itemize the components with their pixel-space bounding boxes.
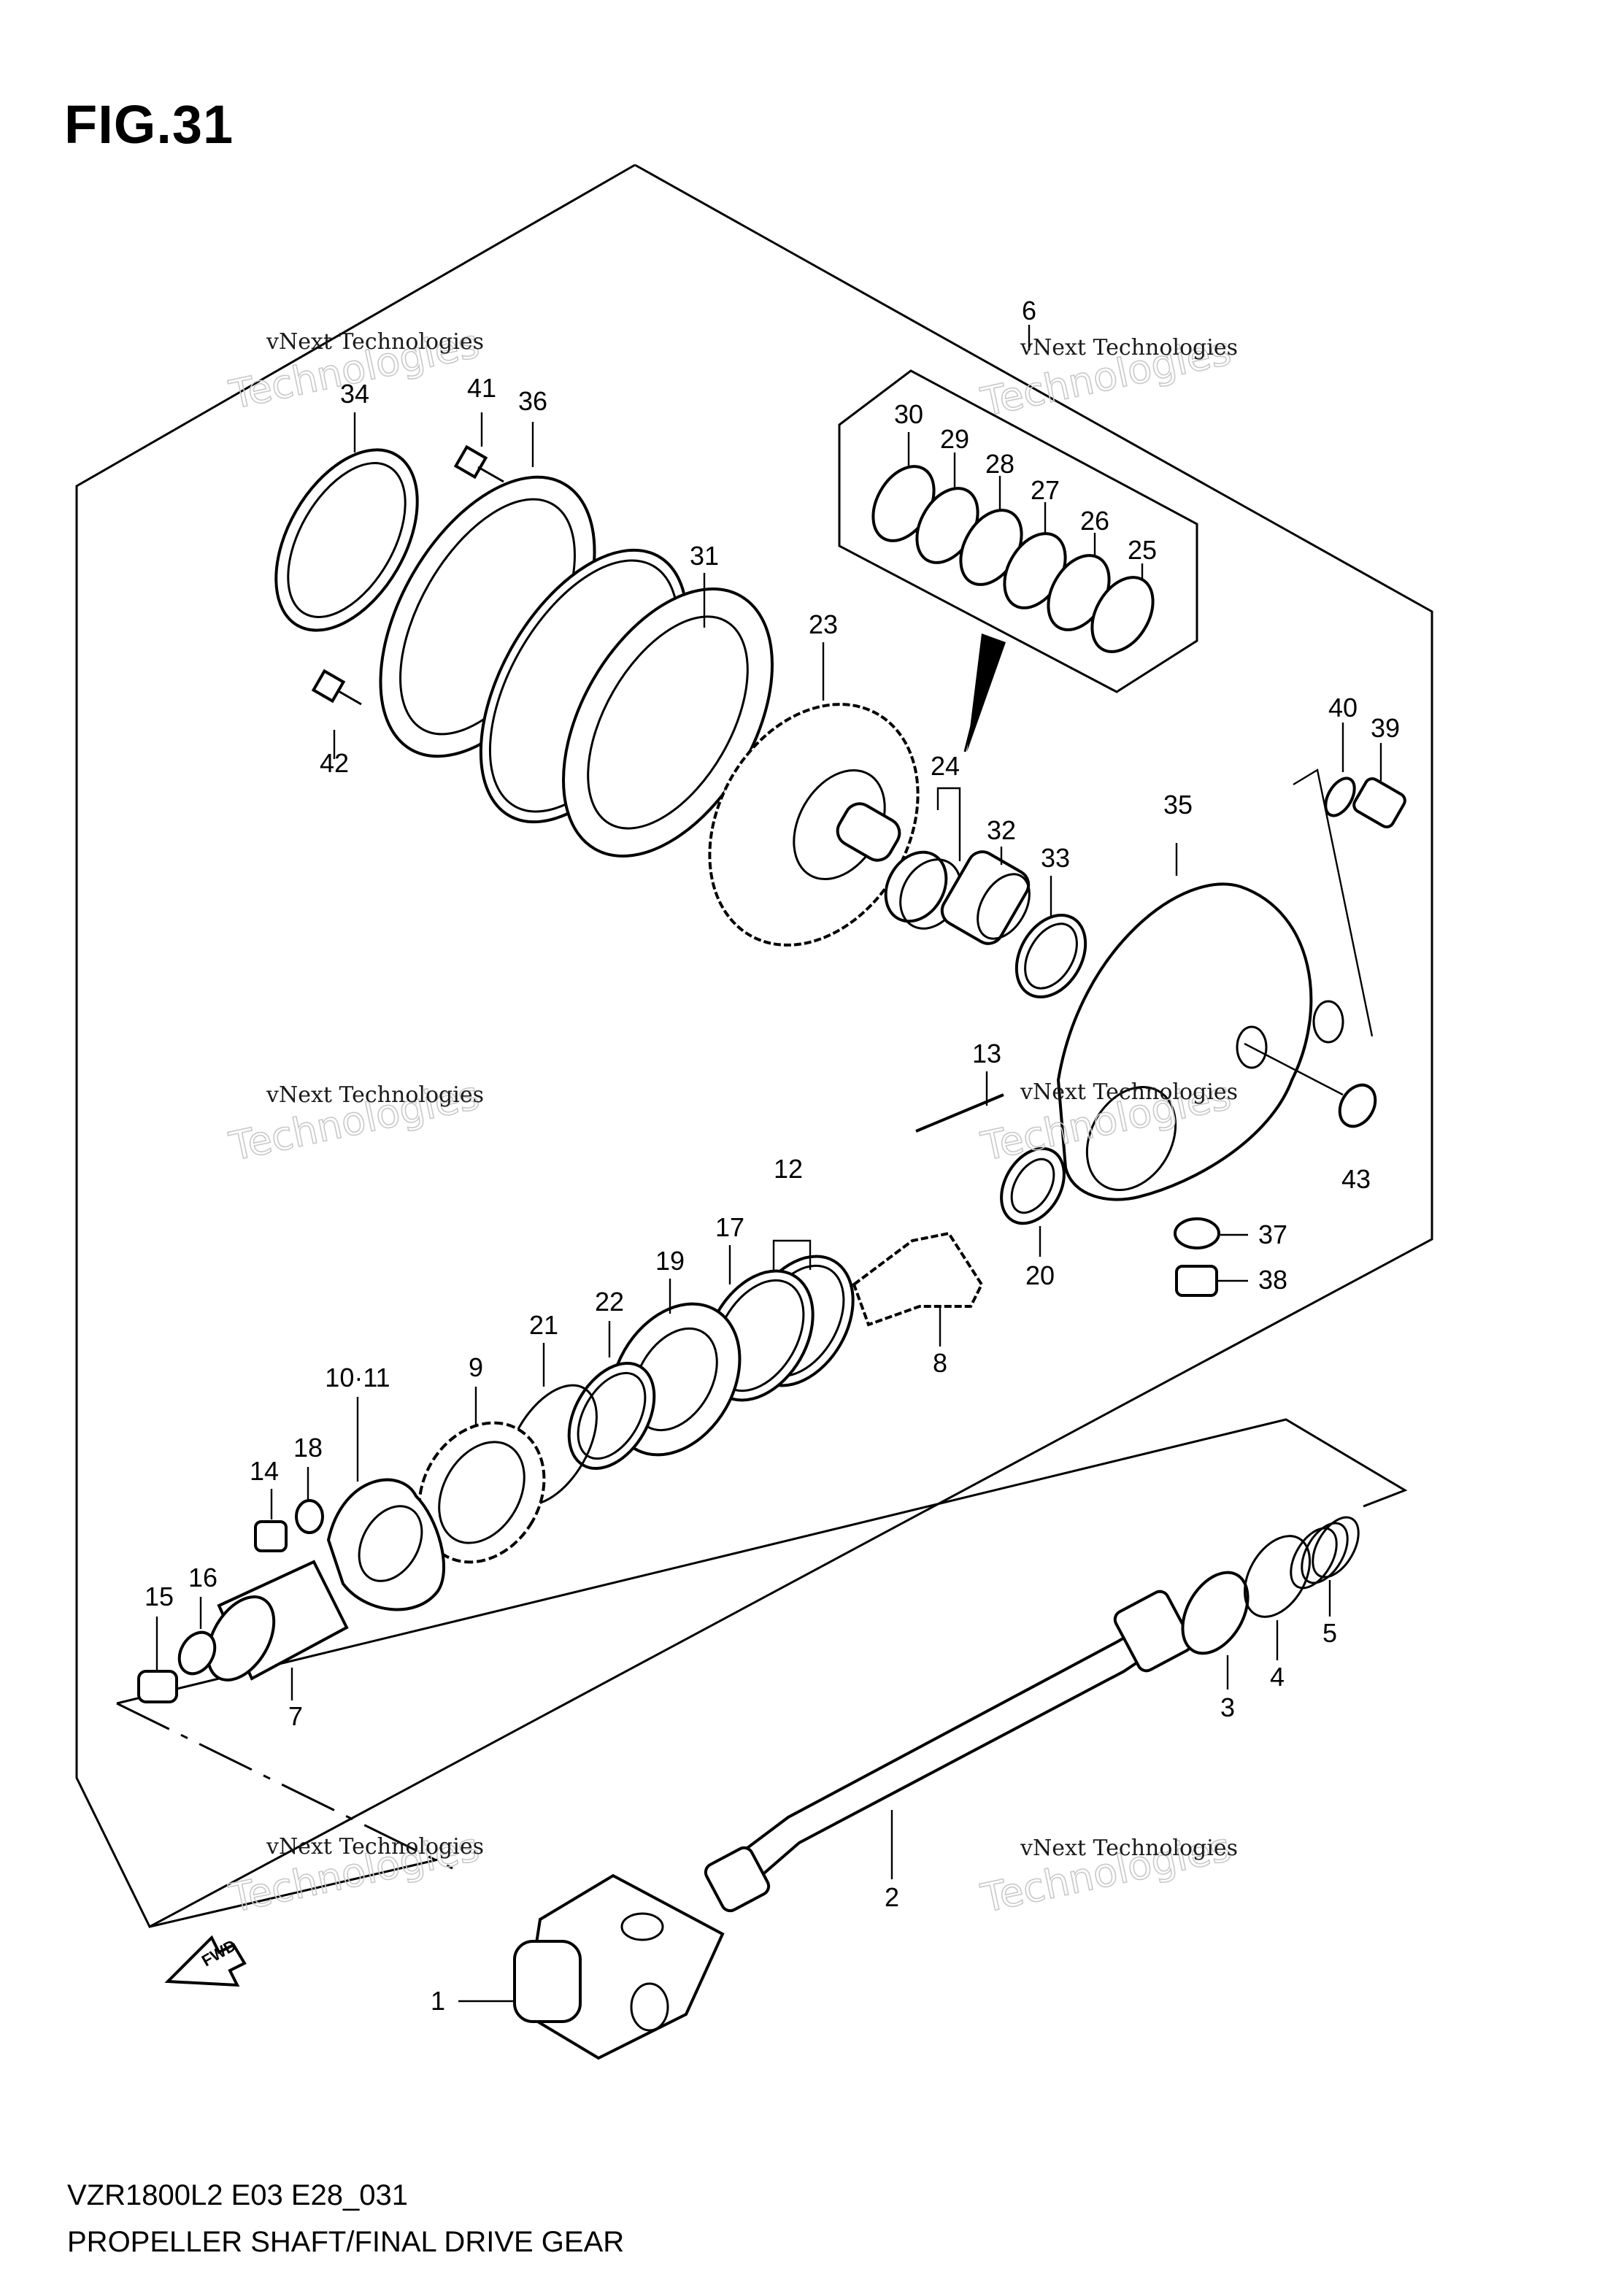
callout-30: 30 [894, 399, 923, 429]
callout-labels: 34 41 36 31 23 6 30 29 28 27 26 25 40 39… [145, 296, 1400, 2016]
watermark-top-right: Technologies vNext Technologies [977, 327, 1238, 426]
diagram-description: PROPELLER SHAFT/FINAL DRIVE GEAR [67, 2226, 625, 2258]
callout-8: 8 [933, 1348, 947, 1378]
callout-28: 28 [985, 449, 1014, 479]
plug-bracket-line [1293, 768, 1374, 1037]
watermark-bottom-right: Technologies vNext Technologies [977, 1823, 1238, 1922]
callout-22: 22 [595, 1287, 624, 1317]
callout-1: 1 [431, 1986, 445, 2016]
callout-40: 40 [1328, 693, 1358, 723]
part-22-seal [567, 1321, 656, 1471]
svg-text:vNext Technologies: vNext Technologies [1020, 335, 1238, 361]
fwd-arrow-icon: FWD [164, 1935, 247, 1987]
callout-37: 37 [1258, 1220, 1287, 1249]
callout-14: 14 [250, 1456, 279, 1486]
kit-pointer-arrow [967, 633, 1006, 752]
part-15-nut [137, 1617, 178, 1703]
callout-9: 9 [469, 1352, 483, 1382]
callout-41: 41 [467, 373, 496, 403]
part-43-washer [1244, 1042, 1377, 1128]
callout-23: 23 [809, 609, 838, 639]
svg-text:vNext Technologies: vNext Technologies [266, 1082, 484, 1108]
svg-text:vNext Technologies: vNext Technologies [1020, 1079, 1238, 1105]
callout-24: 24 [931, 751, 960, 781]
part-40-o-ring [1324, 777, 1356, 817]
part-42-bolt [311, 669, 362, 706]
part-39-plug [1352, 777, 1406, 828]
callout-3: 3 [1220, 1692, 1235, 1722]
part-24-shims [884, 787, 962, 930]
callout-5: 5 [1322, 1618, 1337, 1648]
callout-34: 34 [340, 379, 369, 409]
part-41-bolt [453, 444, 504, 483]
callout-15: 15 [145, 1582, 174, 1611]
part-7-coupling [206, 1560, 349, 1700]
ring-kit-rings [871, 465, 1155, 653]
part-32-bearing [940, 850, 1031, 945]
propeller-shaft-outline [116, 1418, 1408, 1705]
figure-title: FIG.31 [64, 94, 234, 155]
callout-43: 43 [1341, 1164, 1371, 1194]
callout-19: 19 [655, 1246, 685, 1276]
part-33-seal [1014, 913, 1087, 999]
part-8-pinion-gear [852, 1231, 984, 1347]
svg-text:vNext Technologies: vNext Technologies [1020, 1835, 1238, 1861]
callout-13: 13 [972, 1039, 1001, 1068]
part-2-propeller-shaft [704, 1590, 1193, 1913]
part-37-collar [1174, 1217, 1248, 1249]
part-23-ring-gear [708, 703, 920, 947]
callout-31: 31 [690, 541, 719, 571]
callout-12: 12 [774, 1154, 803, 1184]
callout-26: 26 [1080, 506, 1109, 536]
callout-36: 36 [518, 386, 547, 416]
callout-16: 16 [188, 1563, 217, 1592]
model-code: VZR1800L2 E03 E28_031 [67, 2179, 409, 2211]
callout-38: 38 [1258, 1265, 1287, 1295]
part-31-bearing [562, 588, 774, 858]
callout-17: 17 [715, 1212, 744, 1242]
callout-7: 7 [288, 1701, 303, 1731]
callout-32: 32 [987, 815, 1016, 845]
part-3-ring [1181, 1571, 1250, 1690]
ring-kit-outline [838, 369, 1198, 693]
svg-text:vNext Technologies: vNext Technologies [266, 329, 484, 355]
svg-text:vNext Technologies: vNext Technologies [266, 1834, 484, 1860]
part-16-washer [177, 1597, 217, 1676]
callout-25: 25 [1128, 535, 1157, 565]
callout-29: 29 [940, 424, 969, 454]
callout-39: 39 [1371, 713, 1400, 743]
part-5-spring [1290, 1516, 1360, 1617]
watermark-mid-left: Technologies vNext Technologies [225, 1071, 484, 1171]
callout-35: 35 [1163, 790, 1193, 820]
part-34-oil-seal [274, 448, 419, 632]
part-35-final-drive-housing [1056, 882, 1344, 1201]
callout-18: 18 [293, 1433, 323, 1463]
watermark-bottom-left: Technologies vNext Technologies [225, 1823, 484, 1922]
callout-6: 6 [1022, 296, 1036, 325]
part-9-lock-nut [417, 1387, 546, 1564]
fwd-frame-line [149, 1858, 439, 1928]
callout-42: 42 [320, 748, 349, 778]
part-18-washer [295, 1467, 324, 1534]
part-4-circlip [1243, 1535, 1312, 1660]
callout-27: 27 [1031, 475, 1060, 505]
callout-10-11: 10·11 [325, 1363, 390, 1392]
callout-4: 4 [1270, 1662, 1285, 1692]
callout-20: 20 [1025, 1260, 1055, 1290]
part-13-stud [915, 1071, 1004, 1133]
part-20-bearing [1000, 1147, 1066, 1257]
part-38-nut [1175, 1265, 1248, 1297]
propeller-shaft-outline-dash [116, 1702, 453, 1870]
callout-33: 33 [1041, 843, 1070, 873]
leader-lines [333, 325, 1382, 916]
callout-2: 2 [885, 1882, 899, 1912]
part-10-11-gasket [326, 1397, 445, 1611]
part-1-universal-joint [458, 1873, 725, 2060]
callout-21: 21 [529, 1310, 558, 1340]
part-14-nut [254, 1489, 288, 1552]
